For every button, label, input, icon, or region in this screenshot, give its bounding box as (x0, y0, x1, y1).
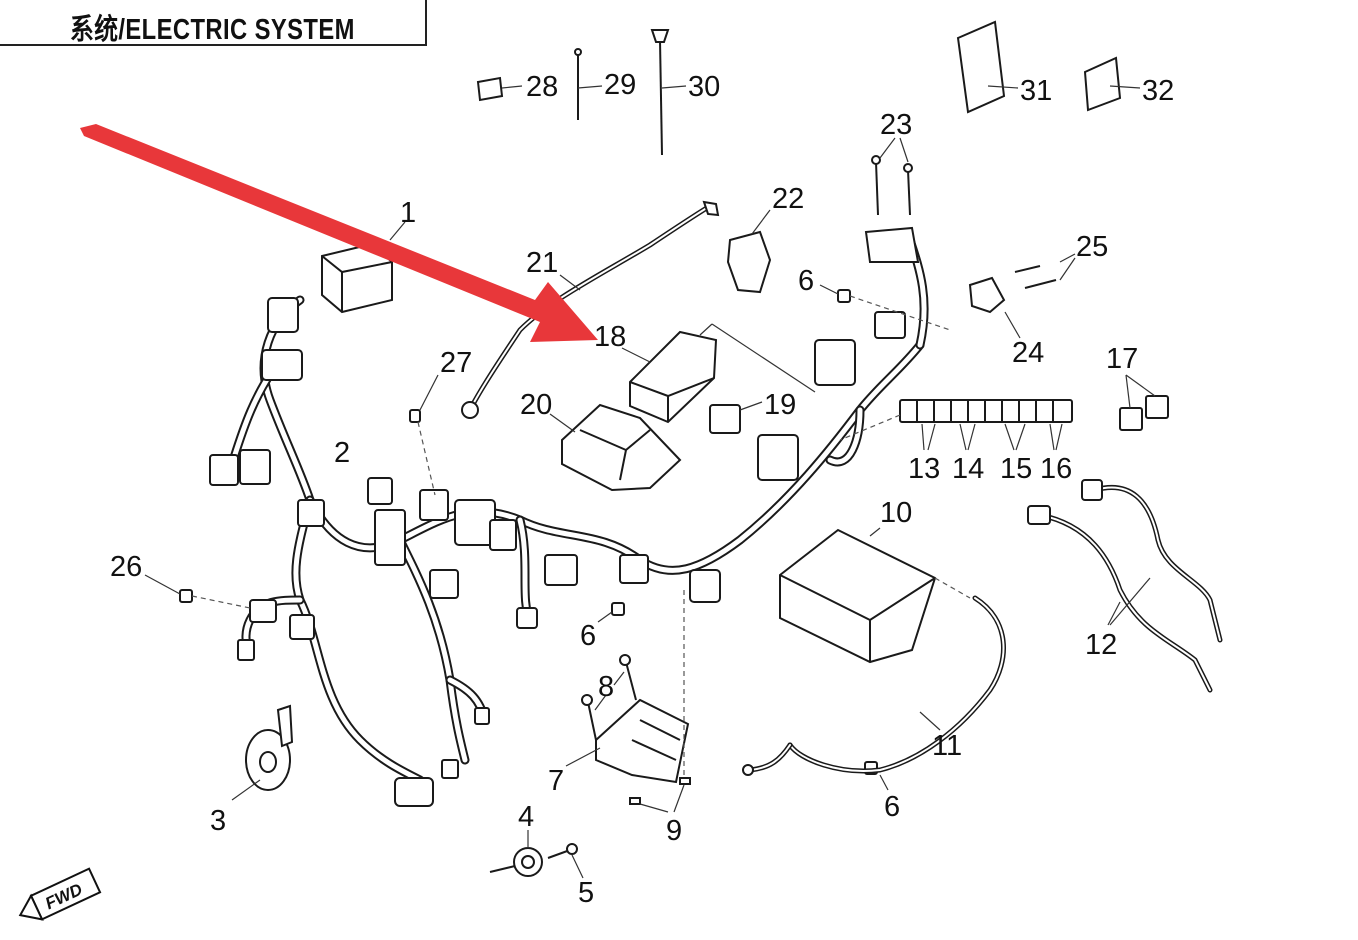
callout-17: 17 (1106, 343, 1138, 375)
callout-8: 8 (598, 671, 614, 703)
callout-14: 14 (952, 453, 984, 485)
callout-25: 25 (1076, 231, 1108, 263)
part-9-clips (629, 590, 691, 813)
callout-20: 20 (520, 389, 552, 421)
red-pointer-arrow-icon (80, 124, 598, 342)
callout-13: 13 (908, 453, 940, 485)
part-3-horn (231, 704, 294, 801)
part-30-rod (650, 29, 687, 156)
part-24-sensor (968, 276, 1021, 339)
part-21-cable (461, 200, 720, 419)
part-31-label (956, 20, 1019, 114)
part-5-bolt (547, 843, 584, 879)
callout-28: 28 (526, 71, 558, 103)
callout-23: 23 (880, 109, 912, 141)
part-11-cable (742, 595, 1006, 776)
part-32-label (1083, 56, 1141, 112)
callout-6-bottom: 6 (884, 791, 900, 823)
callout-18: 18 (594, 321, 626, 353)
part-19-connector (709, 401, 763, 434)
callout-1: 1 (400, 197, 416, 229)
callout-2: 2 (334, 437, 350, 469)
callout-9: 9 (666, 815, 682, 847)
callout-11: 11 (932, 730, 962, 762)
callout-6-mid: 6 (580, 620, 596, 652)
part-13-16-fuse-strip (839, 399, 1073, 451)
part-28-block (476, 76, 523, 102)
callout-5: 5 (578, 877, 594, 909)
part-27-clip (409, 374, 439, 496)
part-4-sensor (489, 830, 543, 877)
page-title: 系统/ELECTRIC SYSTEM (70, 14, 355, 46)
callout-6-top: 6 (798, 265, 814, 297)
callout-24: 24 (1012, 337, 1044, 369)
callout-22: 22 (772, 183, 804, 215)
callout-16: 16 (1040, 453, 1072, 485)
callout-21: 21 (526, 247, 558, 279)
callout-10: 10 (880, 497, 912, 529)
part-17-relays (1119, 374, 1169, 431)
fwd-direction-icon: FWD (18, 867, 102, 921)
callout-15: 15 (1000, 453, 1032, 485)
callout-30: 30 (688, 71, 720, 103)
callout-27: 27 (440, 347, 472, 379)
title-box: 系统/ELECTRIC SYSTEM (0, 0, 427, 46)
part-20-bracket (549, 403, 682, 492)
part-25-bolts (1014, 253, 1076, 289)
callout-26: 26 (110, 551, 142, 583)
callout-labels: 1 2 3 4 5 6 6 6 7 8 9 10 11 12 13 14 15 … (110, 69, 1174, 909)
callout-29: 29 (604, 69, 636, 101)
callout-32: 32 (1142, 75, 1174, 107)
part-8-bolts (581, 654, 637, 741)
callout-4: 4 (518, 801, 534, 833)
callout-12: 12 (1085, 629, 1117, 661)
part-29-pin (574, 48, 603, 120)
callout-31: 31 (1020, 75, 1052, 107)
callout-3: 3 (210, 805, 226, 837)
callout-7: 7 (548, 765, 564, 797)
callout-19: 19 (764, 389, 796, 421)
part-7-module (565, 698, 690, 784)
part-23-screws (864, 137, 920, 263)
part-10-box (779, 527, 971, 664)
part-26-clip (144, 574, 251, 609)
part-18-ecu (621, 323, 816, 424)
part-12-sensors (1027, 479, 1223, 693)
part-22-switch (726, 209, 772, 294)
